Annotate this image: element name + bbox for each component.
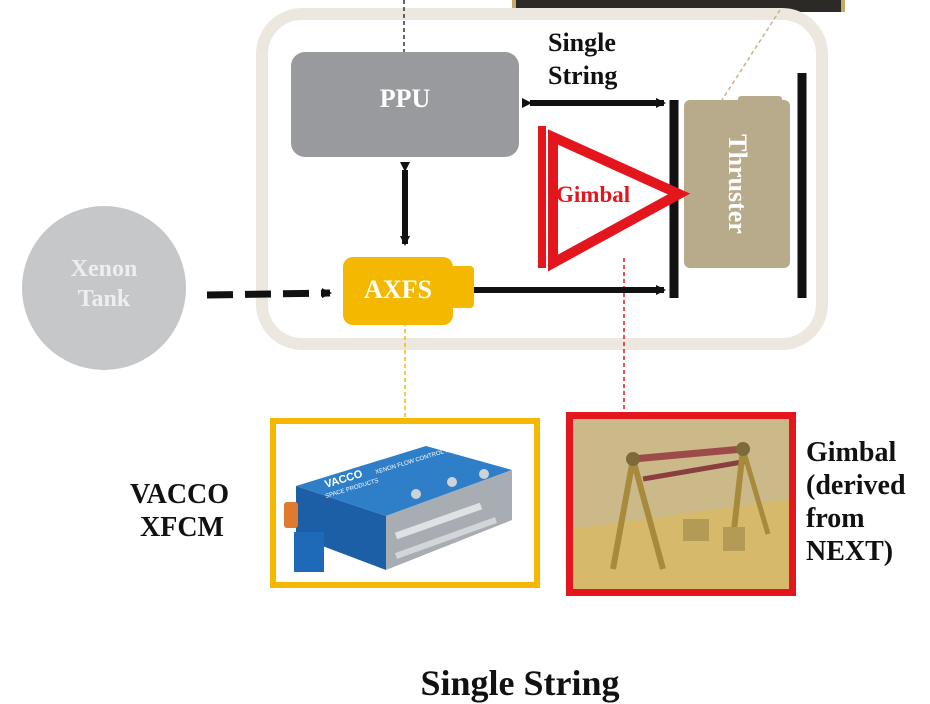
axfs-connector (446, 266, 474, 308)
gimbal-mount-2 (723, 527, 745, 551)
single-string-line2: String (548, 61, 618, 90)
xenon-tank-label: Xenon Tank (22, 254, 186, 314)
module-connector (284, 502, 298, 528)
ppu-block (291, 52, 519, 157)
thruster-block (684, 100, 790, 268)
thruster-leader-line (721, 9, 781, 101)
gimbal-note-line2: (derived (806, 470, 906, 501)
diagram-caption: Single String (420, 663, 620, 703)
gimbal-note-line4: NEXT) (806, 536, 894, 567)
gimbal-strut-3 (730, 448, 746, 540)
gimbal-actuator-arm (632, 445, 744, 463)
module-top-face (296, 446, 512, 516)
gimbal-actuator-arm-2 (642, 458, 749, 482)
gimbal-strut-2 (630, 458, 666, 570)
gimbal-joint-1 (626, 452, 640, 466)
single-string-label: Single String (548, 26, 617, 92)
gimbal-label: Gimbal (556, 182, 631, 207)
system-boundary (256, 8, 828, 350)
module-fitting-3 (479, 469, 489, 479)
xenon-tank (22, 206, 186, 370)
gimbal-note-line1: Gimbal (806, 437, 897, 468)
xenon-tank-label-line2: Tank (77, 286, 131, 312)
vacco-xfcm-photo: VACCO SPACE PRODUCTS XENON FLOW CONTROL … (270, 418, 540, 588)
thruster-label: Thruster (723, 134, 752, 234)
axfs-block (343, 257, 453, 325)
module-tube-2 (394, 517, 498, 559)
gimbal-strut-4 (740, 448, 771, 535)
module-front-face (296, 486, 386, 570)
vacco-module-illustration: VACCO SPACE PRODUCTS XENON FLOW CONTROL … (284, 441, 512, 572)
gimbal-joint-2 (736, 442, 750, 456)
ppu-label: PPU (379, 84, 431, 113)
vacco-label-line2: XFCM (140, 512, 224, 543)
module-fitting-2 (447, 477, 457, 487)
axfs-label: AXFS (364, 275, 432, 304)
xenon-tank-label-line1: Xenon (70, 256, 138, 282)
module-tube-1 (394, 502, 483, 540)
gimbal-note-line3: from (806, 503, 865, 534)
tank-axfs-arrow (206, 288, 332, 299)
gimbal-photo (566, 412, 796, 596)
single-string-line1: Single (548, 28, 616, 57)
vacco-label-line1: VACCO (130, 479, 230, 510)
vacco-xfcm-label: VACCO XFCM (130, 478, 229, 544)
module-base-plate (294, 532, 324, 572)
gimbal-triangle (548, 129, 691, 272)
thruster-cap (738, 96, 782, 106)
gimbal-note-label: Gimbal (derived from NEXT) (806, 436, 906, 568)
gimbal-mount-1 (683, 519, 709, 541)
module-fitting-1 (411, 489, 421, 499)
gimbal-strut-1 (610, 458, 636, 570)
gimbal-hardware-illustration (573, 419, 789, 589)
